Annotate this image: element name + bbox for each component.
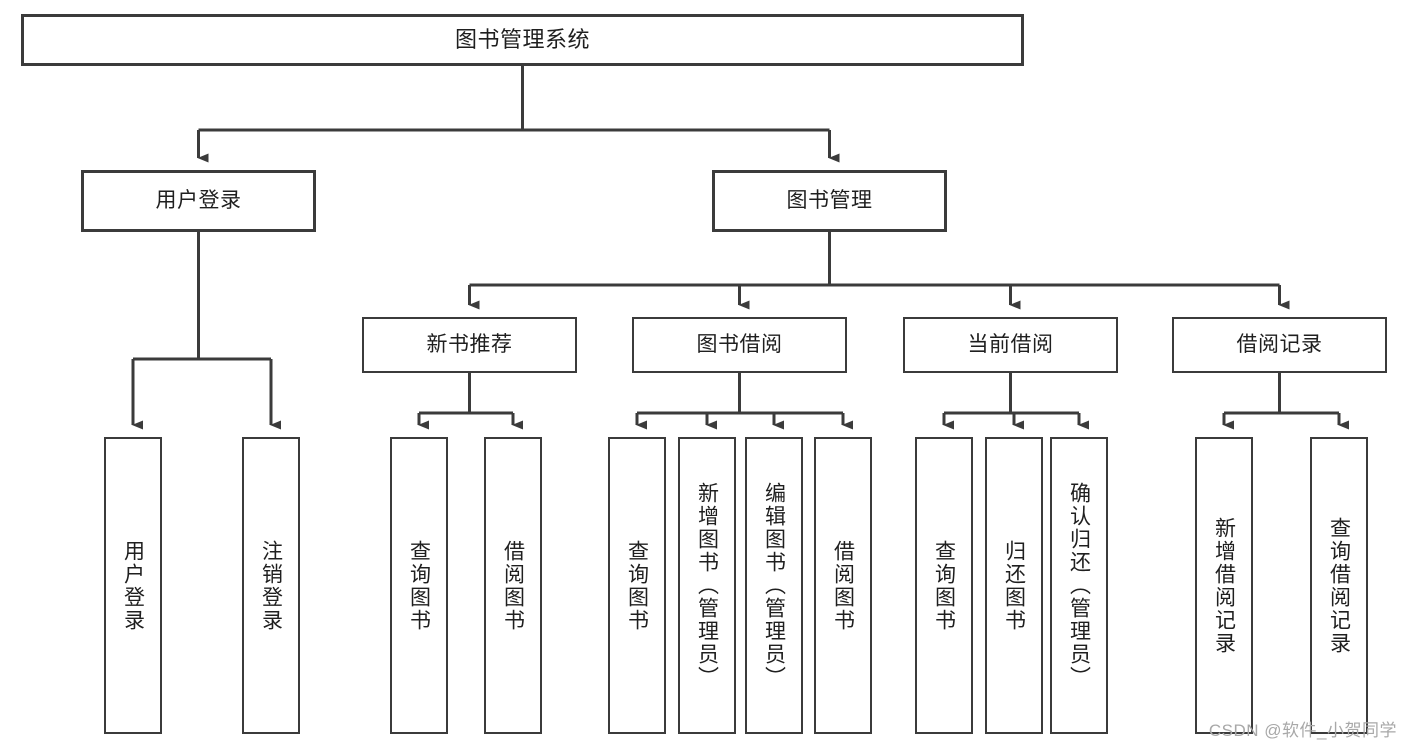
node-label: 用户登录 xyxy=(121,539,145,632)
node-label: 新书推荐 xyxy=(426,332,513,356)
node-label: 查询图书 xyxy=(625,539,649,632)
node-root[interactable]: 图书管理系统 xyxy=(21,14,1024,66)
node-leaf-return-book[interactable]: 归还图书 xyxy=(985,437,1043,734)
node-leaf-borrow-book-2[interactable]: 借阅图书 xyxy=(814,437,872,734)
node-label: 新增图书（管理员） xyxy=(695,482,719,689)
node-label: 新增借阅记录 xyxy=(1212,516,1236,655)
node-leaf-confirm-return[interactable]: 确认归还（管理员） xyxy=(1050,437,1108,734)
node-borrow-record[interactable]: 借阅记录 xyxy=(1172,317,1387,373)
node-leaf-add-book[interactable]: 新增图书（管理员） xyxy=(678,437,736,734)
node-label: 归还图书 xyxy=(1002,539,1026,632)
node-label: 用户登录 xyxy=(155,188,242,212)
node-label: 当前借阅 xyxy=(967,332,1054,356)
node-label: 借阅记录 xyxy=(1236,332,1323,356)
node-label: 编辑图书（管理员） xyxy=(762,482,786,689)
node-leaf-add-record[interactable]: 新增借阅记录 xyxy=(1195,437,1253,734)
node-leaf-borrow-book-1[interactable]: 借阅图书 xyxy=(484,437,542,734)
node-leaf-user-login[interactable]: 用户登录 xyxy=(104,437,162,734)
node-user-login[interactable]: 用户登录 xyxy=(81,170,316,232)
node-label: 图书借阅 xyxy=(696,332,783,356)
node-leaf-query-record[interactable]: 查询借阅记录 xyxy=(1310,437,1368,734)
node-label: 借阅图书 xyxy=(831,539,855,632)
node-label: 借阅图书 xyxy=(501,539,525,632)
node-label: 注销登录 xyxy=(259,539,283,632)
node-label: 查询借阅记录 xyxy=(1327,516,1351,655)
node-label: 确认归还（管理员） xyxy=(1067,482,1091,689)
node-label: 图书管理系统 xyxy=(454,27,590,53)
node-leaf-query-book-3[interactable]: 查询图书 xyxy=(915,437,973,734)
node-book-borrow[interactable]: 图书借阅 xyxy=(632,317,847,373)
node-leaf-query-book-2[interactable]: 查询图书 xyxy=(608,437,666,734)
node-book-manage[interactable]: 图书管理 xyxy=(712,170,947,232)
node-leaf-edit-book[interactable]: 编辑图书（管理员） xyxy=(745,437,803,734)
node-leaf-logout[interactable]: 注销登录 xyxy=(242,437,300,734)
node-leaf-query-book-1[interactable]: 查询图书 xyxy=(390,437,448,734)
node-new-book-rec[interactable]: 新书推荐 xyxy=(362,317,577,373)
node-label: 查询图书 xyxy=(407,539,431,632)
csdn-watermark: CSDN @软件_小贺同学 xyxy=(1208,721,1397,740)
node-current-borrow[interactable]: 当前借阅 xyxy=(903,317,1118,373)
node-label: 图书管理 xyxy=(786,188,873,212)
node-label: 查询图书 xyxy=(932,539,956,632)
